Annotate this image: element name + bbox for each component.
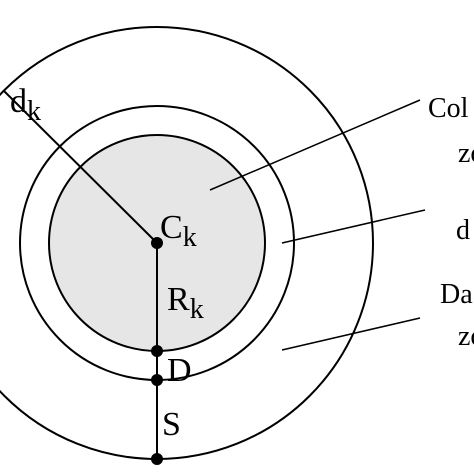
outer-radius-line [3, 90, 158, 244]
callout-1-line-1: Col [428, 93, 469, 124]
callout-3-line-2: zo [458, 321, 474, 352]
callout-line-3 [281, 317, 421, 351]
r-k-label: Rk [167, 281, 204, 325]
center-point [151, 237, 163, 249]
s-segment-label: S [162, 406, 181, 443]
d-k-sub: k [27, 96, 41, 127]
core-edge-point [151, 345, 163, 357]
outer-edge-point [151, 453, 163, 465]
callout-line-1 [209, 99, 421, 191]
c-k-sub: k [183, 222, 197, 253]
r-k-sub: k [190, 294, 204, 325]
callout-line-2 [281, 209, 426, 244]
c-k-label: Ck [160, 209, 197, 253]
d-k-label: dk [10, 83, 41, 127]
callout-2-line-1: d [456, 215, 470, 246]
callout-3-line-1: Da [440, 279, 473, 310]
d-k-main: d [10, 83, 27, 120]
callout-1-line-2: zo [458, 138, 474, 169]
c-k-main: C [160, 209, 183, 246]
middle-edge-point [151, 374, 163, 386]
d-point-label: D [167, 352, 192, 389]
r-k-main: R [167, 281, 190, 318]
